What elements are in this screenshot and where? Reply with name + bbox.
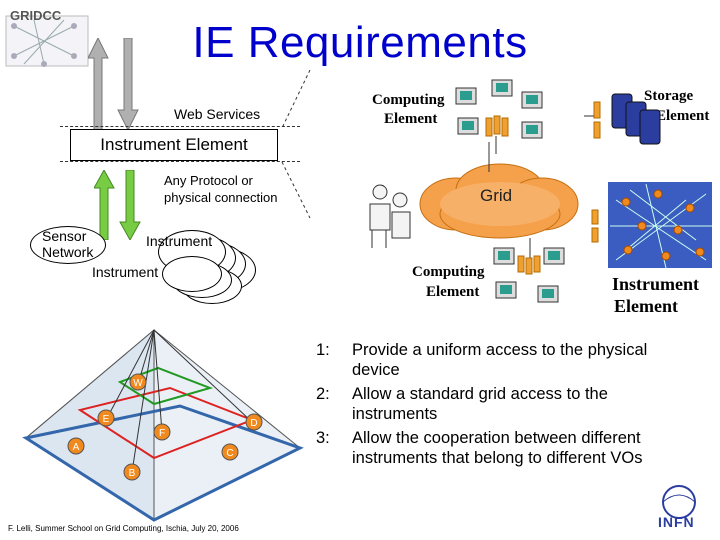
storage-line2: Element <box>656 108 710 124</box>
computer-cluster-top-icon <box>455 79 543 154</box>
pyramid-node-w <box>129 373 147 391</box>
node-label-e: E <box>103 414 110 425</box>
divider-top <box>60 126 300 127</box>
gridcc-logo: GRIDCC <box>4 6 90 70</box>
requirement-text-cont: instruments <box>352 405 438 423</box>
web-services-arrows <box>88 38 139 130</box>
requirement-number: 1: <box>316 341 330 359</box>
pyramid-diagram: W E F D A C B <box>22 328 304 522</box>
requirement-text: Allow a standard grid access to the <box>352 385 608 403</box>
requirement-item: 3: Allow the cooperation between differe… <box>316 428 716 468</box>
instrument-label-a: Instrument <box>146 233 213 249</box>
divider-bottom <box>60 161 300 162</box>
requirement-number: 3: <box>316 429 330 447</box>
protocol-arrows <box>94 170 141 240</box>
infn-logo: INFN <box>648 484 710 534</box>
requirement-item: 2: Allow a standard grid access to the i… <box>316 384 716 424</box>
computing-top-line2: Element <box>384 111 438 127</box>
any-protocol-line1: Any Protocol or <box>164 173 253 188</box>
computing-bottom-line1: Computing <box>412 264 485 280</box>
pyramid-node-e <box>97 409 115 427</box>
requirement-text-cont: device <box>352 361 400 379</box>
logo-text: GRIDCC <box>10 8 62 23</box>
storage-icon <box>584 93 661 145</box>
instrument-element-right-line1: Instrument <box>612 274 700 294</box>
web-services-label: Web Services <box>174 106 261 122</box>
sensor-line1: Sensor <box>42 228 87 244</box>
grid-label: Grid <box>480 186 513 205</box>
instrument-network-icon <box>591 182 712 269</box>
instrument-label-b: Instrument <box>92 264 159 280</box>
infn-text: INFN <box>658 514 695 530</box>
page-title: IE Requirements <box>192 18 528 67</box>
grid-cloud <box>419 163 579 239</box>
sensor-line2: Network <box>42 244 94 260</box>
computing-top-line1: Computing <box>372 92 445 108</box>
node-label-a: A <box>73 442 80 453</box>
instrument-element-box: Instrument Element <box>70 129 278 161</box>
node-label-f: F <box>159 428 165 439</box>
node-label-b: B <box>129 468 136 479</box>
requirement-text: Allow the cooperation between different <box>352 429 641 447</box>
link-arrows <box>488 142 490 172</box>
instrument-stack-left <box>92 246 242 306</box>
pyramid-node-b <box>123 463 141 481</box>
pyramid-node-f <box>153 423 171 441</box>
sensor-network-shape <box>30 226 106 264</box>
requirements-list: 1: Provide a uniform access to the physi… <box>316 340 716 472</box>
connector-lines <box>281 70 311 219</box>
pyramid-node-a <box>67 437 85 455</box>
node-label-d: D <box>250 418 257 429</box>
people-icon <box>369 184 411 248</box>
any-protocol-line2: physical connection <box>164 190 278 205</box>
instrument-element-label: Instrument Element <box>100 135 248 154</box>
instrument-element-right-line2: Element <box>614 296 678 316</box>
requirement-item: 1: Provide a uniform access to the physi… <box>316 340 716 380</box>
node-label-c: C <box>226 448 233 459</box>
storage-line1: Storage <box>644 88 694 104</box>
computer-cluster-bottom-icon <box>493 238 565 303</box>
pyramid-node-c <box>221 443 239 461</box>
computing-bottom-line2: Element <box>426 284 480 300</box>
requirement-number: 2: <box>316 385 330 403</box>
requirement-text-cont: instruments that belong to different VOs <box>352 449 643 467</box>
node-label-w: W <box>133 378 143 389</box>
footer-citation: F. Lelli, Summer School on Grid Computin… <box>8 524 239 533</box>
pyramid-node-d <box>245 413 263 431</box>
requirement-text: Provide a uniform access to the physical <box>352 341 648 359</box>
